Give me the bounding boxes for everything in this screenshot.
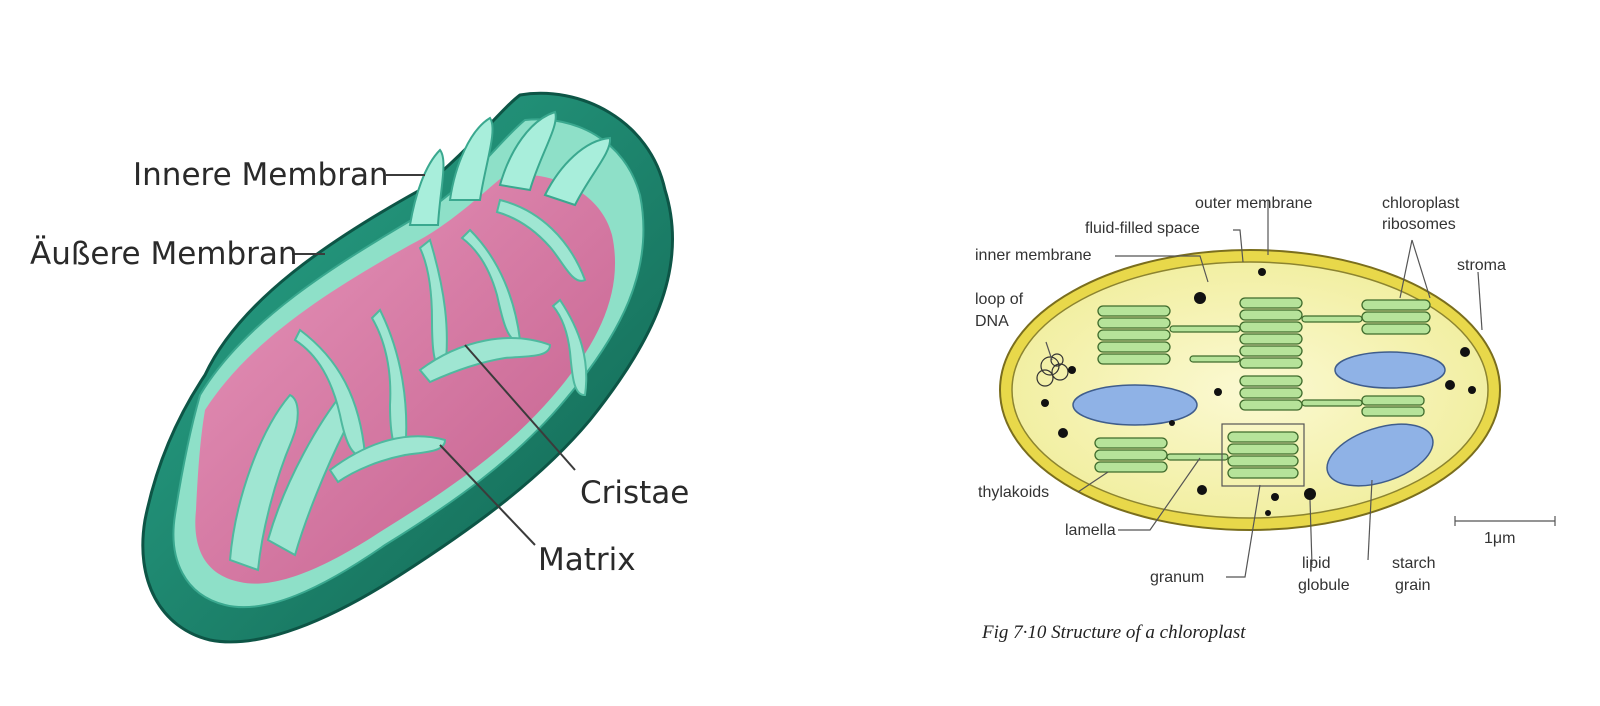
label-grain: grain [1395, 577, 1431, 594]
starch-grain [1326, 423, 1434, 487]
grana [1094, 297, 1431, 479]
chloro-leaders [1045, 200, 1556, 578]
lipid-globules [1041, 268, 1476, 516]
label-loop-of: loop of [975, 291, 1024, 308]
figure-caption: Fig 7·10 Structure of a chloroplast [981, 622, 1246, 643]
leader-matrix [439, 444, 536, 546]
label-lipid: lipid [1302, 555, 1330, 572]
chloroplast-illustration: outer membrane fluid-filled space inner … [975, 195, 1556, 643]
label-aeussere-membran: Äußere Membran [30, 236, 298, 272]
label-outer-membrane: outer membrane [1195, 195, 1312, 212]
dna-loop [1036, 353, 1069, 387]
label-lamella: lamella [1065, 522, 1116, 539]
leader-cristae [464, 344, 576, 471]
starch-grain [1334, 351, 1446, 389]
label-fluid-filled-space: fluid-filled space [1085, 220, 1200, 237]
label-granum: granum [1150, 569, 1204, 586]
mitochondrion-illustration: Innere Membran Äußere Membran Cristae Ma… [30, 91, 689, 644]
label-innere-membran: Innere Membran [133, 157, 389, 193]
label-scale: 1μm [1484, 530, 1515, 547]
starch-grain [1072, 384, 1198, 426]
lamellae [1166, 315, 1363, 461]
granum-box [1221, 423, 1305, 487]
label-globule: globule [1298, 577, 1350, 594]
label-ribosomes: ribosomes [1382, 216, 1456, 233]
label-thylakoids: thylakoids [978, 484, 1049, 501]
mito-upper-cristae [408, 110, 612, 226]
mito-cristae [228, 198, 588, 572]
label-matrix: Matrix [538, 542, 636, 578]
label-dna: DNA [975, 313, 1009, 330]
label-starch: starch [1392, 555, 1436, 572]
label-stroma: stroma [1457, 257, 1506, 274]
label-inner-membrane: inner membrane [975, 247, 1092, 264]
label-cristae: Cristae [580, 475, 689, 511]
label-chloroplast: chloroplast [1382, 195, 1460, 212]
